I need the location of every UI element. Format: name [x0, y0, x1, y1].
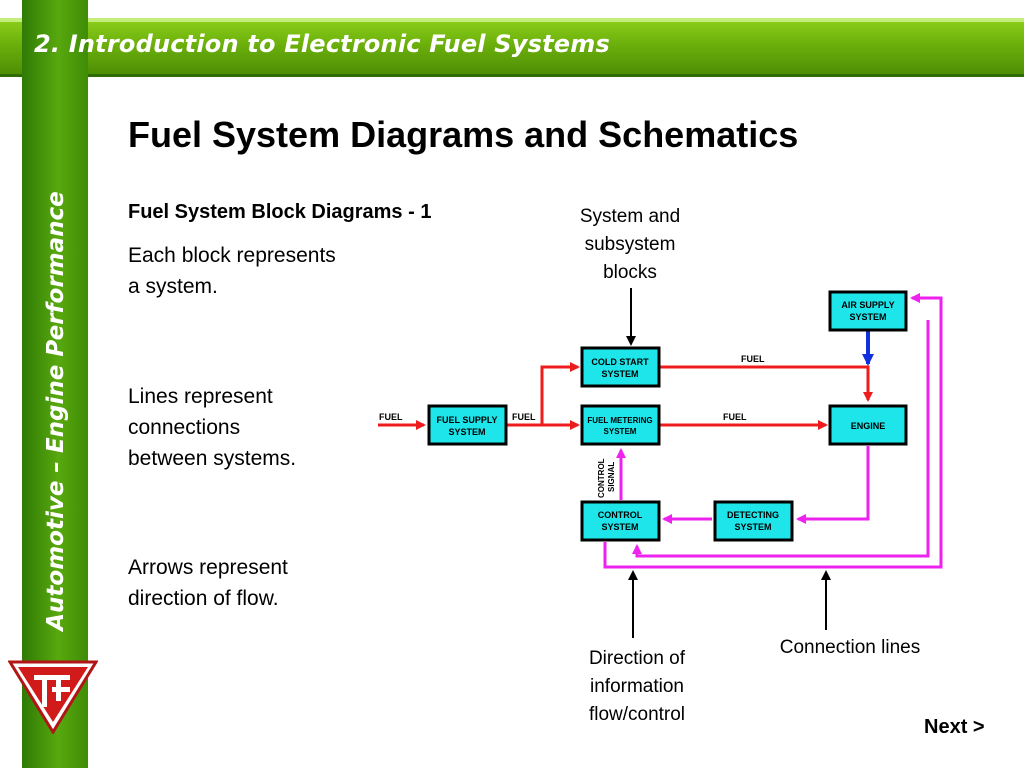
block-fuel-supply: FUEL SUPPLY SYSTEM — [427, 404, 508, 446]
fuel-in-label: FUEL — [379, 412, 403, 422]
callout-line: flow/control — [588, 704, 686, 725]
block-control: CONTROL SYSTEM — [580, 500, 661, 542]
block-label: ENGINE — [851, 421, 886, 431]
arrows-note-line: direction of flow. — [128, 587, 279, 610]
lines-note-line: between systems. — [128, 447, 297, 470]
control-to-air-supply-loop-inner — [632, 320, 930, 558]
header-bar — [0, 18, 1024, 77]
block-fuel-metering: FUEL METERING SYSTEM — [580, 404, 661, 446]
block-label: FUEL METERING — [587, 416, 652, 425]
block-engine: ENGINE — [828, 404, 908, 446]
control-to-air-supply-loop — [603, 293, 943, 569]
arrows-note: Arrows represent direction of flow. — [128, 552, 288, 614]
block-label: SYSTEM — [734, 522, 771, 532]
block-label: SYSTEM — [849, 312, 886, 322]
callout-connection: Connection lines — [779, 637, 921, 658]
callout-direction: Direction of information flow/control — [562, 645, 712, 729]
control-signal-text: SIGNAL — [607, 462, 616, 492]
block-label: DETECTING — [727, 510, 779, 520]
control-signal-label: CONTROL SIGNAL — [597, 458, 616, 498]
callout-line: information — [590, 676, 684, 697]
next-button[interactable]: Next > — [924, 716, 985, 738]
lines-note: Lines represent connections between syst… — [128, 381, 296, 474]
logo-icon — [8, 660, 98, 734]
block-label: FUEL SUPPLY — [436, 415, 497, 425]
block-cold-start: COLD START SYSTEM — [580, 346, 661, 388]
callout-system-blocks: System and subsystem blocks — [560, 203, 700, 287]
block-detecting: DETECTING SYSTEM — [713, 500, 794, 542]
fuel-supply-out-label: FUEL — [512, 412, 536, 422]
engine-to-detecting-line — [796, 446, 870, 524]
cold-start-to-engine-line — [659, 365, 873, 402]
block-label: SYSTEM — [601, 522, 638, 532]
page-title: Fuel System Diagrams and Schematics — [128, 114, 799, 155]
callout-line: blocks — [603, 262, 657, 283]
fuel-supply-to-cold-start-line — [540, 362, 580, 425]
fuel-lines — [378, 362, 873, 430]
block-label: SYSTEM — [601, 369, 638, 379]
callout-line: Direction of — [588, 648, 686, 669]
control-signal-text: CONTROL — [597, 458, 606, 498]
lines-note-line: Lines represent — [128, 385, 273, 408]
blocks-note-line: Each block represents — [128, 244, 336, 267]
blocks-note-line: a system. — [128, 275, 218, 298]
fuel-cold-start-label: FUEL — [741, 354, 765, 364]
arrows-note-line: Arrows represent — [128, 556, 288, 579]
block-label: COLD START — [591, 357, 649, 367]
sidebar-bar — [22, 0, 88, 768]
blocks-note: Each block represents a system. — [128, 240, 336, 302]
block-label: SYSTEM — [604, 427, 637, 436]
section-title: 2. Introduction to Electronic Fuel Syste… — [34, 30, 610, 58]
block-label: CONTROL — [598, 510, 643, 520]
block-label: SYSTEM — [448, 427, 485, 437]
control-lines — [603, 293, 943, 569]
lines-note-line: connections — [128, 416, 241, 439]
header-highlight — [0, 18, 1024, 22]
fuel-metering-label: FUEL — [723, 412, 747, 422]
section-subtitle: Fuel System Block Diagrams - 1 — [128, 201, 432, 223]
block-label: AIR SUPPLY — [841, 300, 894, 310]
callout-line: subsystem — [584, 234, 676, 255]
callout-line: System and — [579, 206, 681, 227]
block-air-supply: AIR SUPPLY SYSTEM — [828, 290, 908, 332]
